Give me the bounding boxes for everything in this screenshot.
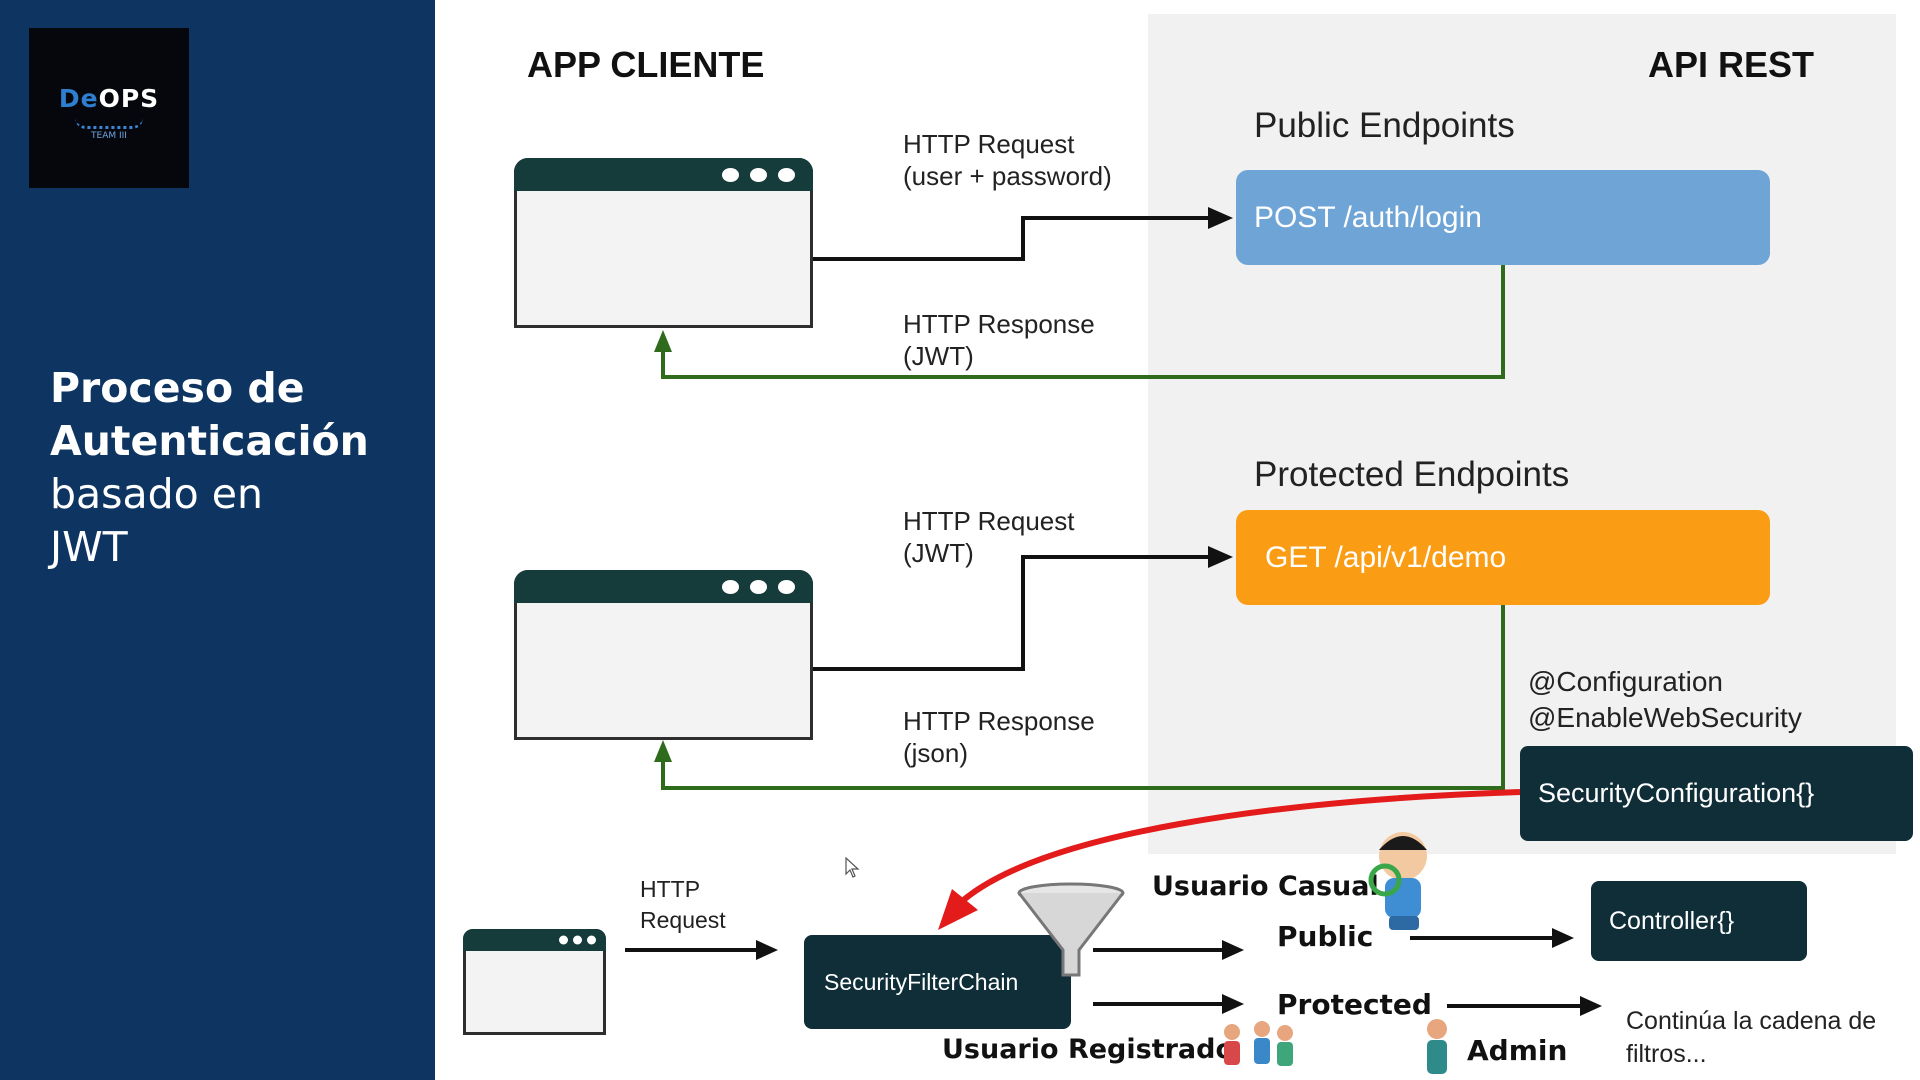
detective-icon [1368,832,1427,930]
to-protected-arrowhead [1222,994,1244,1014]
public-route-label: Public [1277,920,1374,953]
cursor-icon [845,857,860,878]
client-browser-window-1 [514,158,813,328]
public-response-label: HTTP Response (JWT) [903,309,1095,371]
public-request-arrowhead [1208,207,1233,229]
protected-request-arrowhead [1208,546,1233,568]
casual-user-label: Usuario Casual [1152,871,1379,902]
security-annotations: @Configuration @EnableWebSecurity [1528,666,1802,733]
devops-logo: DeOPS TEAM III [29,28,189,188]
config-to-filterchain-arrow [958,789,1521,906]
protected-endpoint-demo: GET /api/v1/demo [1236,510,1770,605]
api-rest-panel [1148,14,1896,854]
slide-title-line1: Proceso de [50,364,305,412]
browser-titlebar [463,929,606,951]
client-browser-window-2 [514,570,813,740]
sidebar: DeOPS TEAM III Proceso de Autenticación … [0,0,435,1080]
browser-titlebar [514,158,813,191]
client-column-heading: APP CLIENTE [527,44,765,85]
slide-title-line2: Autenticación [50,417,369,465]
funnel-icon [1017,882,1125,977]
client-browser-window-3 [463,929,606,1035]
logo-subtitle: TEAM III [91,131,127,141]
logo-wordmark: DeOPS [58,84,160,113]
window-dots-icon [559,935,596,945]
slide-title-line3: basado en [50,470,263,518]
public-to-controller-arrowhead [1552,928,1574,948]
continue-chain-label: Continúa la cadena de filtros... [1626,1007,1877,1068]
protected-endpoints-heading: Protected Endpoints [1254,455,1570,494]
security-configuration-box: SecurityConfiguration{} [1520,746,1913,841]
security-filter-chain-box: SecurityFilterChain [804,935,1071,1029]
slide-title-line4: JWT [50,523,128,571]
logo-wreath-icon [75,118,143,129]
public-response-arrowhead [654,330,672,352]
admin-person-icon [1427,1019,1447,1074]
protected-response-arrow [661,605,1505,790]
protected-request-arrow [813,555,1216,671]
browser-titlebar [514,570,813,603]
filter-request-label: HTTP Request [640,876,726,933]
protected-route-label: Protected [1277,988,1432,1021]
api-column-heading: API REST [1648,44,1815,85]
window-dots-icon [722,167,795,182]
people-group-icon [1224,1021,1293,1066]
protected-continue-arrowhead [1580,996,1602,1016]
public-response-arrow [661,265,1505,379]
config-to-filterchain-arrowhead [938,889,978,930]
protected-request-label: HTTP Request (JWT) [903,506,1075,568]
slide-title: Proceso de Autenticación basado en JWT [50,362,369,574]
public-endpoints-heading: Public Endpoints [1254,106,1515,145]
public-request-label: HTTP Request (user + password) [903,129,1112,191]
window-dots-icon [722,579,795,594]
filter-request-arrowhead [756,940,778,960]
controller-box: Controller{} [1591,881,1807,961]
public-request-arrow [813,216,1216,261]
admin-label: Admin [1467,1034,1568,1067]
registered-user-label: Usuario Registrado [942,1034,1235,1065]
protected-response-arrowhead [654,740,672,762]
to-public-arrowhead [1222,940,1244,960]
protected-response-label: HTTP Response (json) [903,706,1095,768]
public-endpoint-login: POST /auth/login [1236,170,1770,265]
